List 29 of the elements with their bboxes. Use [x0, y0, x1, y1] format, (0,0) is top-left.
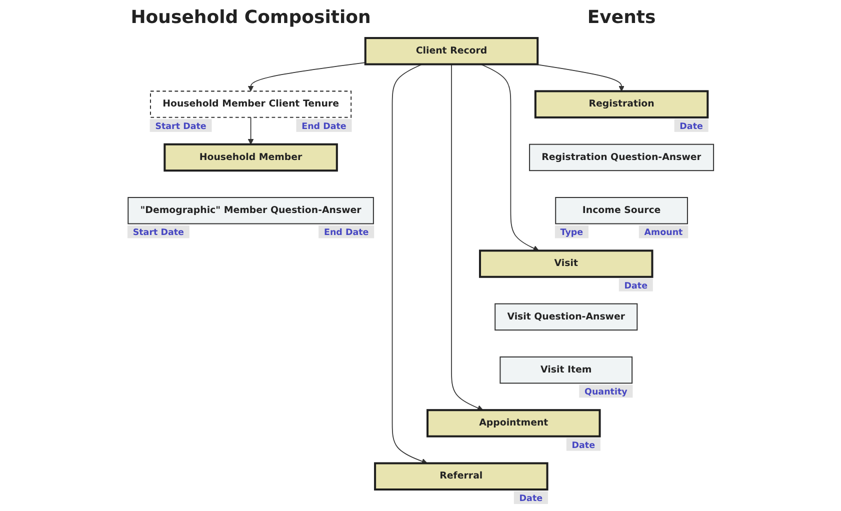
node-box: Client Record: [364, 37, 539, 66]
arrow: [248, 117, 254, 145]
node-box: Household Member Client Tenure: [150, 90, 352, 118]
node-box: Income Source: [555, 197, 688, 224]
node-box: Visit Item: [500, 356, 633, 384]
arrow: [392, 64, 428, 464]
attribute-label: Date: [674, 119, 708, 132]
node-box: Registration Question-Answer: [529, 144, 714, 172]
node-box: "Demographic" Member Question-Answer: [128, 197, 374, 224]
column-heading: Events: [587, 7, 656, 28]
attribute-label: Start Date: [127, 225, 190, 238]
attribute-label: Date: [514, 491, 548, 504]
arrow: [248, 62, 366, 92]
attribute-label: End Date: [296, 119, 352, 132]
node-box: Visit Question-Answer: [494, 303, 638, 331]
node-box: Referral: [374, 462, 548, 490]
node-box: Visit: [479, 250, 654, 278]
attribute-label: Type: [554, 225, 588, 238]
node-box: Appointment: [426, 409, 601, 438]
attribute-label: Date: [566, 438, 600, 451]
attribute-label: Start Date: [150, 119, 212, 132]
column-heading: Household Composition: [130, 7, 371, 28]
node-box: Registration: [534, 90, 709, 118]
attribute-label: Date: [618, 278, 653, 292]
node-box: Household Member: [164, 143, 338, 172]
attribute-label: Amount: [638, 225, 688, 238]
attribute-label: End Date: [318, 225, 374, 238]
attribute-label: Quantity: [579, 384, 633, 398]
arrow: [451, 64, 484, 411]
